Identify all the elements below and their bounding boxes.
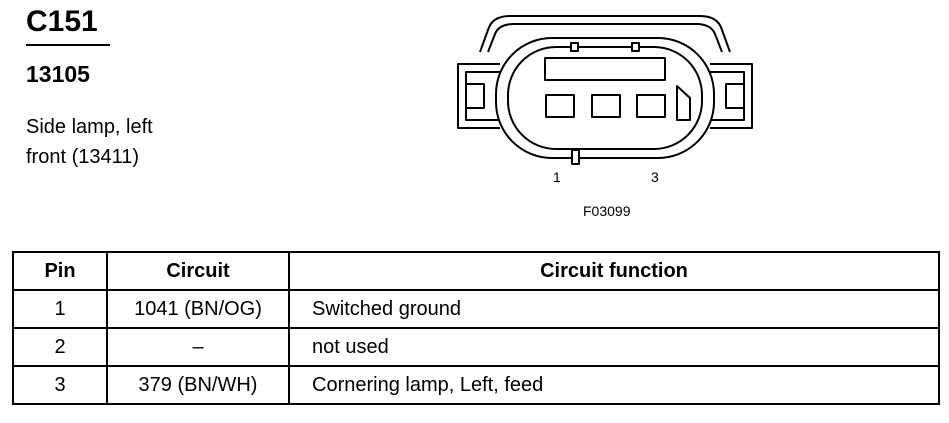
pin-table: Pin Circuit Circuit function 1 1041 (BN/… — [12, 251, 940, 405]
connector-slot — [544, 57, 666, 81]
pin-label-right: 3 — [651, 169, 659, 185]
pin-cavity-3 — [636, 94, 666, 118]
cell-circuit: 1041 (BN/OG) — [106, 289, 290, 329]
cell-pin: 3 — [12, 365, 108, 405]
connector-key-tab — [570, 42, 579, 52]
connector-key-tab — [571, 149, 580, 165]
connector-housing-top-inner — [487, 23, 723, 53]
connector-key-tab — [631, 42, 640, 52]
cell-pin: 1 — [12, 289, 108, 329]
cell-circuit: – — [106, 327, 290, 367]
connector-latch-right — [710, 63, 753, 129]
pin-cavity-2 — [591, 94, 621, 118]
table-header-row: Pin Circuit Circuit function — [12, 251, 940, 291]
connector-id: C151 — [26, 5, 98, 38]
table-row: 2 – not used — [12, 327, 940, 367]
connector-latch-left — [457, 63, 500, 129]
connector-guide — [676, 85, 691, 121]
connector-latch-right-inner — [710, 71, 745, 121]
header-circuit: Circuit — [106, 251, 290, 291]
header-pin: Pin — [12, 251, 108, 291]
cell-function: not used — [288, 327, 940, 367]
table-row: 1 1041 (BN/OG) Switched ground — [12, 289, 940, 329]
connector-diagram: 1 3 F03099 — [457, 15, 753, 219]
cell-circuit: 379 (BN/WH) — [106, 365, 290, 405]
table-row: 3 379 (BN/WH) Cornering lamp, Left, feed — [12, 365, 940, 405]
connector-housing-top — [479, 15, 731, 53]
cell-pin: 2 — [12, 327, 108, 367]
connector-description: Side lamp, left front (13411) — [26, 116, 153, 168]
pin-label-left: 1 — [553, 169, 561, 185]
pin-cavity-1 — [545, 94, 575, 118]
connector-id-underline — [26, 44, 110, 46]
header-function: Circuit function — [288, 251, 940, 291]
figure-reference: F03099 — [583, 203, 631, 219]
connector-latch-left-inner — [465, 71, 500, 121]
cell-function: Cornering lamp, Left, feed — [288, 365, 940, 405]
part-number: 13105 — [26, 61, 90, 87]
cell-function: Switched ground — [288, 289, 940, 329]
